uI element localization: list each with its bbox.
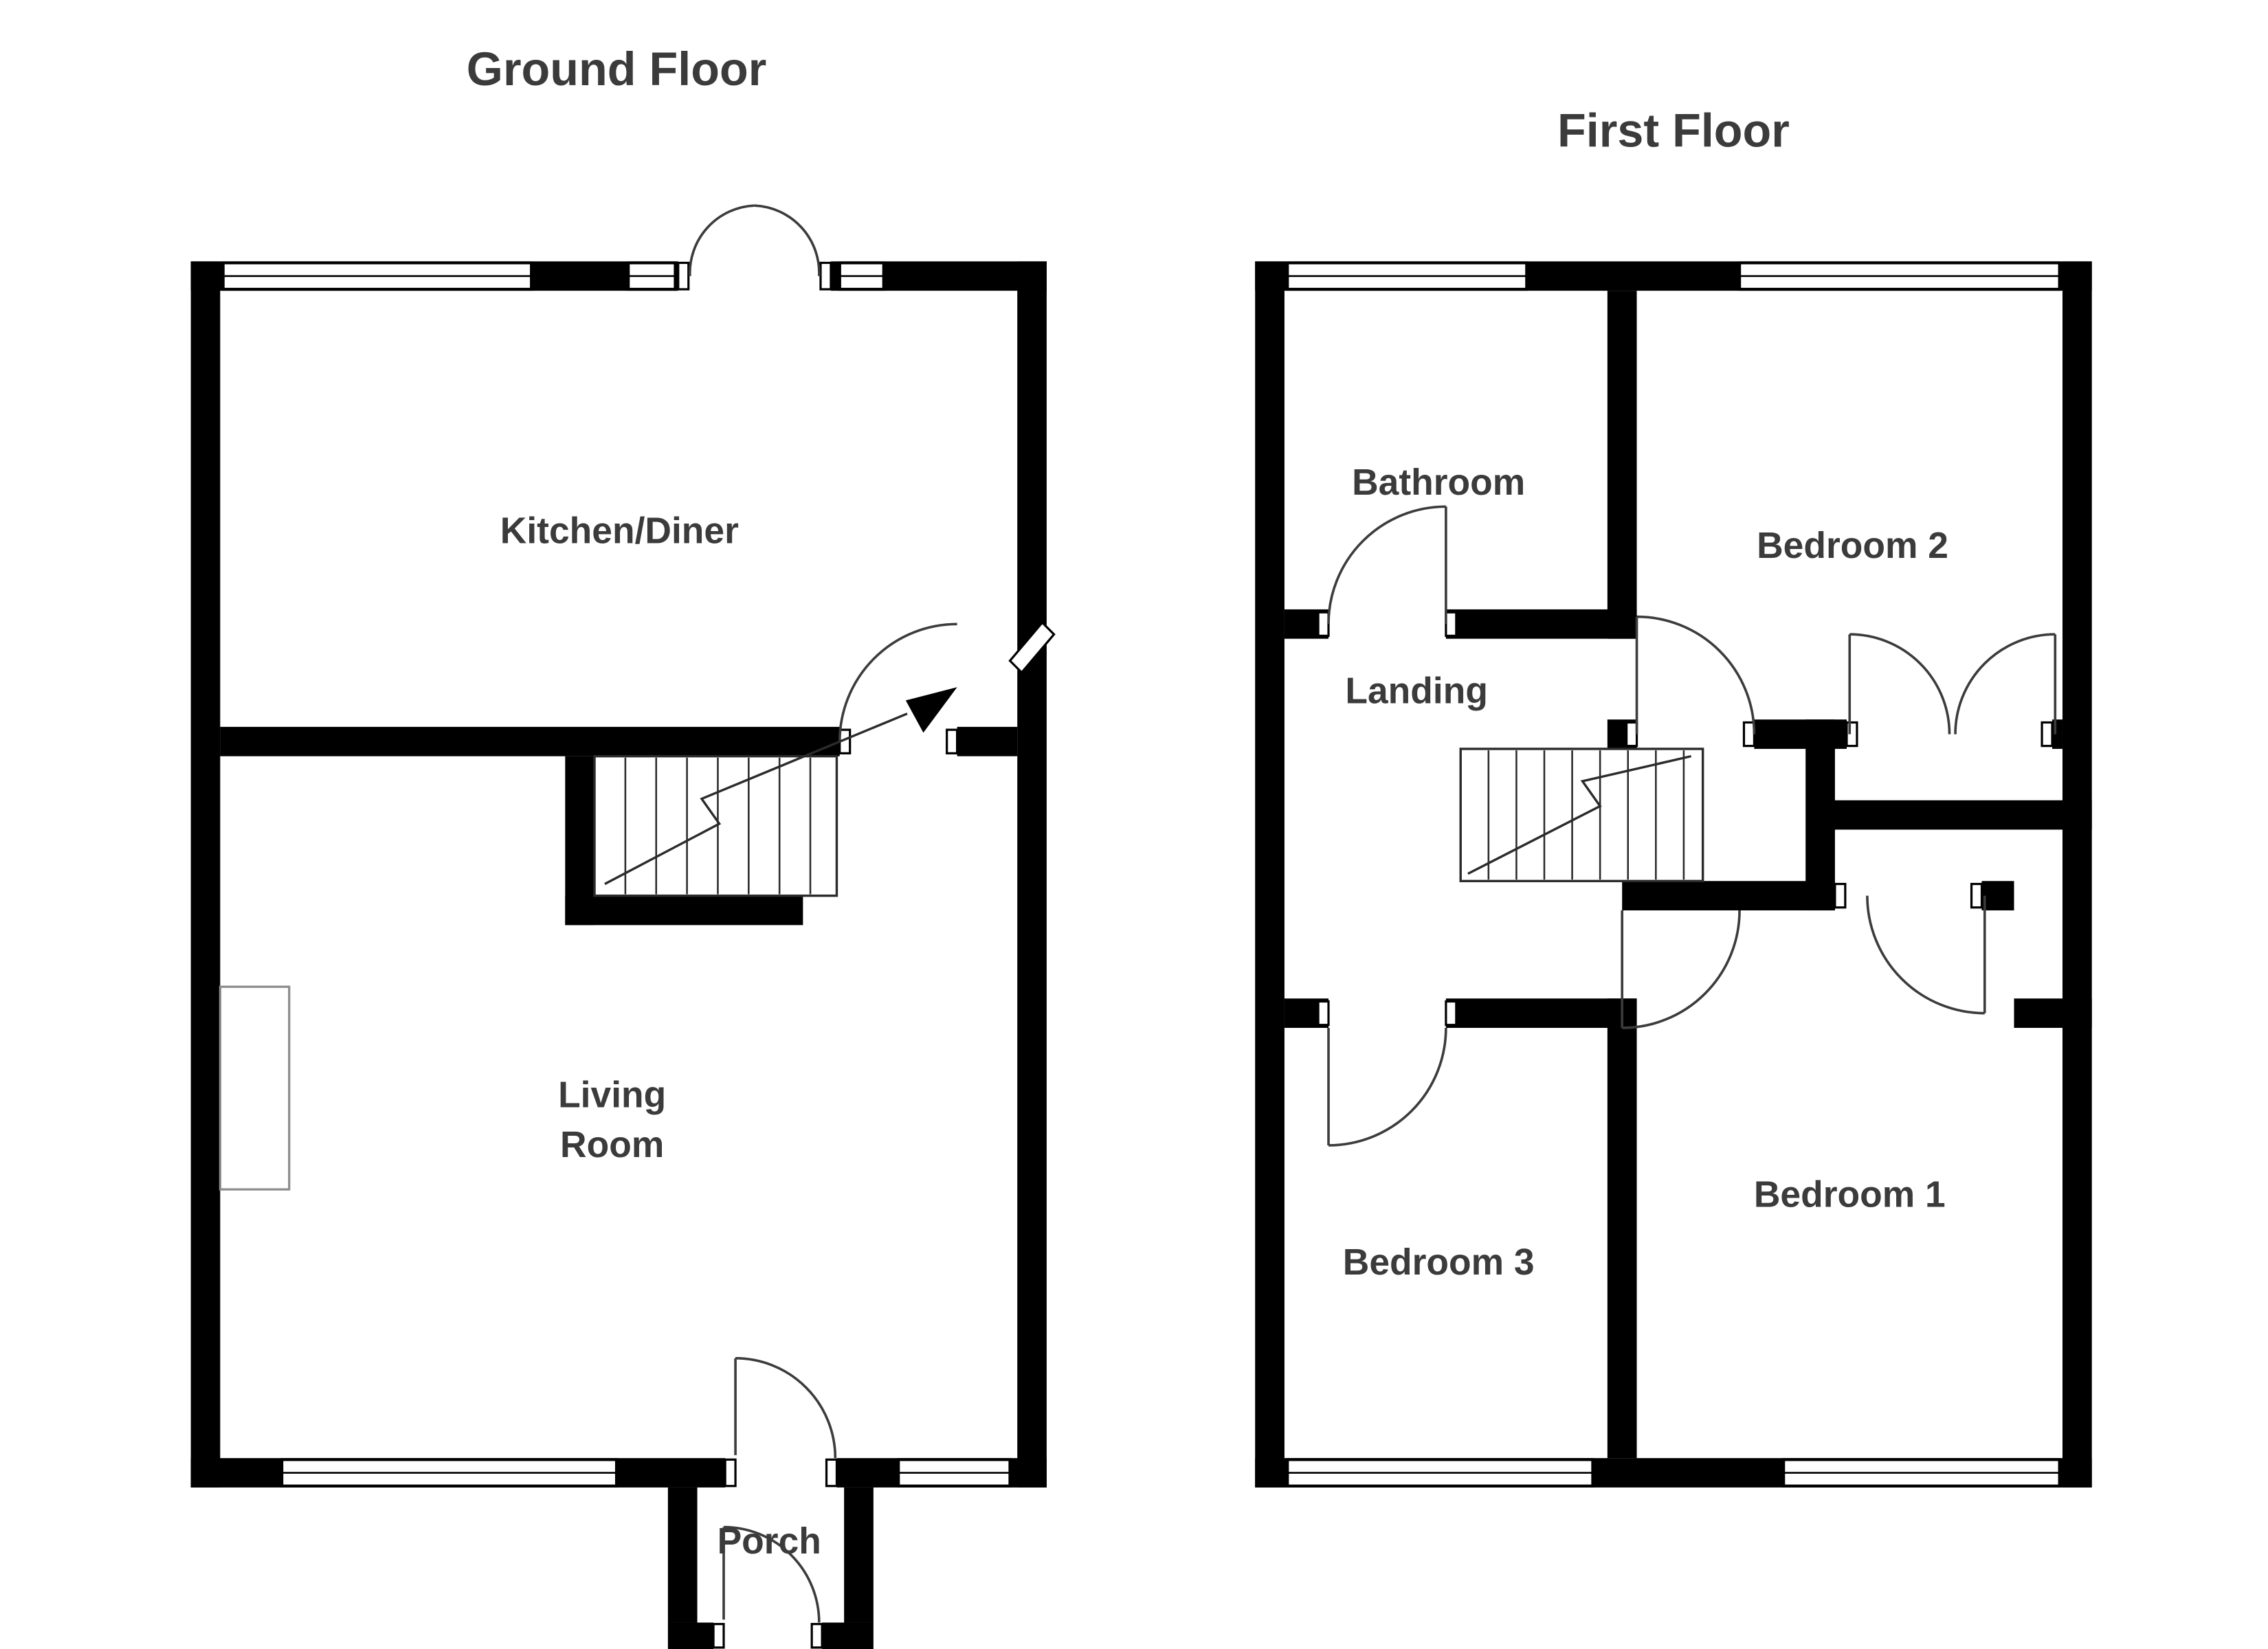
gf-left-wall xyxy=(190,261,221,1488)
ff-bathroom-door-arc xyxy=(1327,505,1446,625)
gf-french-door-arc-left xyxy=(689,204,755,276)
first-floor-title: First Floor xyxy=(1557,105,1790,157)
first-floor-jambs xyxy=(1317,611,2054,1027)
ff-bedroom1-door-stub xyxy=(1981,881,2014,911)
gf-kitchen-door-arc xyxy=(838,622,957,742)
kitchen-diner-label: Kitchen/Diner xyxy=(500,511,739,552)
first-floor-labels: Bathroom Bedroom 2 Landing Bedroom 3 Bed… xyxy=(1343,462,1948,1283)
ground-floor-windows xyxy=(221,261,1012,1488)
bedroom-3-label: Bedroom 3 xyxy=(1343,1242,1535,1283)
living-room-label-line2: Room xyxy=(560,1125,664,1165)
ff-stair-side-wall xyxy=(1622,881,1835,911)
first-floor-plan: First Floor xyxy=(1255,105,2092,1488)
ff-wardrobe-door-arc-left xyxy=(1849,633,1951,734)
ff-right-wall xyxy=(2062,261,2092,1488)
ff-stair-direction-line xyxy=(1467,754,1691,875)
ground-floor-doors xyxy=(689,204,957,1623)
first-floor-windows xyxy=(1286,261,2061,1488)
ff-bedroom2-door-arc xyxy=(1636,615,1756,734)
bedroom-2-label: Bedroom 2 xyxy=(1757,526,1948,566)
ff-bedroom3-bedroom1-wall xyxy=(1607,998,1637,1459)
ground-floor-labels: Kitchen/Diner Living Room Porch xyxy=(500,511,821,1562)
ff-landing-wall-right xyxy=(1445,998,1637,1028)
porch-label: Porch xyxy=(718,1521,821,1562)
gf-french-door-arc-right xyxy=(754,204,821,276)
gf-stair-wall-horizontal xyxy=(565,895,803,926)
landing-label: Landing xyxy=(1345,671,1488,712)
ff-wardrobe-door-arc-right xyxy=(1954,633,2056,734)
ff-bathroom-wall-right xyxy=(1445,609,1637,639)
first-floor-doors xyxy=(1327,505,2057,1147)
ground-floor-title: Ground Floor xyxy=(467,43,767,96)
ff-bathroom-bedroom2-wall xyxy=(1607,291,1637,639)
gf-right-wall-break xyxy=(1008,620,1056,675)
bathroom-label: Bathroom xyxy=(1352,462,1525,503)
living-room-label-line1: Living xyxy=(558,1075,666,1115)
gf-porch-right-wall xyxy=(844,1487,874,1623)
gf-chimney-breast xyxy=(219,985,291,1191)
gf-porch-front-opening xyxy=(713,1619,823,1649)
ground-floor-stairs xyxy=(593,687,957,897)
ff-bedroom1-door-arc xyxy=(1866,895,1985,1015)
ff-left-wall xyxy=(1255,261,1285,1488)
gf-divider-wall-left xyxy=(220,726,840,756)
gf-right-wall xyxy=(1017,261,1047,1488)
ground-floor-jambs xyxy=(677,261,959,1649)
gf-porch-entry-door-arc xyxy=(735,1357,837,1459)
ff-wardrobe-side-wall xyxy=(1805,719,1835,911)
gf-porch-front-door-arc xyxy=(724,1525,821,1623)
gf-divider-wall-right xyxy=(957,726,1018,756)
ground-floor-walls xyxy=(190,261,1047,1649)
gf-porch-left-wall xyxy=(667,1487,698,1623)
first-floor-stairs xyxy=(1459,748,1704,882)
ground-floor-openings xyxy=(678,258,837,1649)
gf-stair-direction-line xyxy=(604,713,908,886)
ff-right-wall-stub xyxy=(2014,998,2092,1028)
ff-bedroom2-wall-right-nub xyxy=(2052,719,2063,749)
gf-stair-direction-arrow xyxy=(905,687,957,733)
gf-stair-treads xyxy=(624,757,812,895)
bedroom-1-label: Bedroom 1 xyxy=(1754,1175,1946,1215)
ff-wardrobe-back-wall xyxy=(1827,800,2092,830)
gf-french-door-opening xyxy=(678,258,831,294)
ff-landing-door-arc xyxy=(1622,910,1741,1029)
ground-floor-plan: Ground Floor xyxy=(190,43,1056,1649)
gf-porch-entry-opening xyxy=(725,1455,837,1491)
ff-bedroom3-door-arc xyxy=(1328,1027,1447,1147)
